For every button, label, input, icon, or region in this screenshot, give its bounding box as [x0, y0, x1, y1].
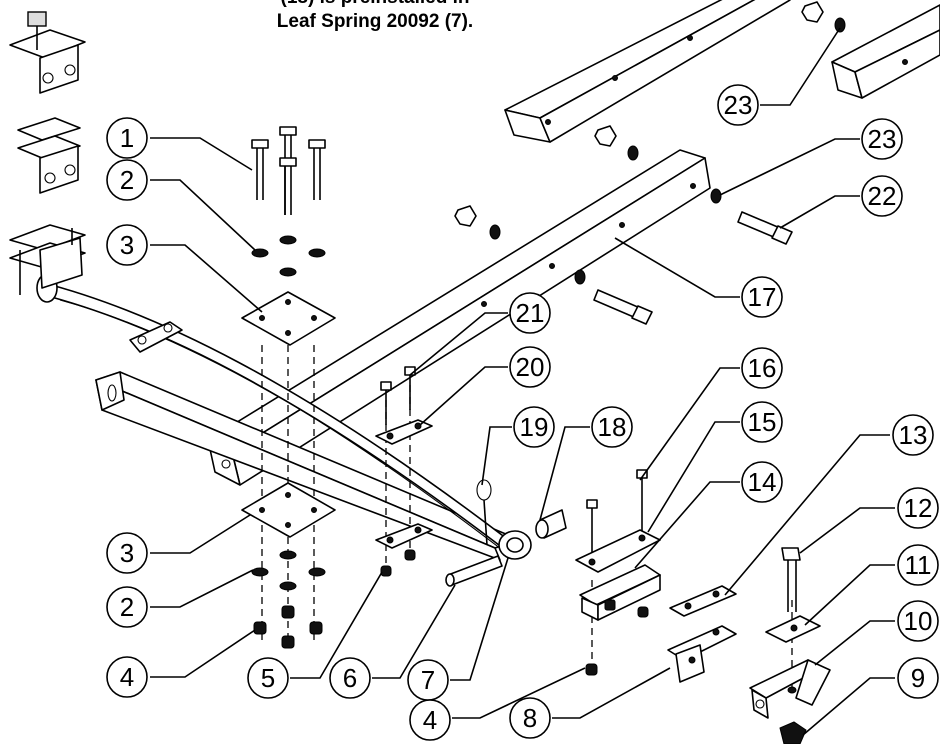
callout-22: 22	[861, 175, 903, 217]
assembly-note: (18) is preinstalled in Leaf Spring 2009…	[210, 0, 540, 34]
equalizer-nut	[779, 721, 807, 744]
callout-21: 21	[509, 292, 551, 334]
clamp-plate-upper	[241, 291, 336, 346]
bushing	[535, 509, 567, 539]
callout-23-top-label: 23	[724, 90, 753, 120]
callout-16-label: 16	[748, 353, 777, 383]
callout-15: 15	[741, 401, 783, 443]
callout-18: 18	[591, 406, 633, 448]
frame-tube-right	[831, 4, 940, 99]
callout-18-label: 18	[598, 412, 627, 442]
shackle-strap-upper	[375, 419, 433, 445]
axle-tube	[95, 371, 521, 561]
rear-bracket-bolts	[586, 469, 648, 560]
spring-hanger-plates	[17, 117, 81, 194]
callout-1-label: 1	[120, 123, 134, 153]
callout-17-label: 17	[748, 282, 777, 312]
washers-upper	[251, 235, 326, 277]
shackle-nuts	[380, 549, 416, 577]
assembly-note-line-1: (18) is preinstalled in	[210, 0, 540, 10]
callout-8: 8	[509, 697, 551, 739]
callout-3-upper: 3	[106, 224, 148, 266]
callout-3-lower-label: 3	[120, 538, 134, 568]
callout-23-right-label: 23	[868, 124, 897, 154]
spring-hanger-assembled	[9, 11, 86, 94]
bolt-22	[737, 211, 793, 245]
callout-2-upper: 2	[106, 159, 148, 201]
callout-2-lower-label: 2	[120, 592, 134, 622]
callout-19: 19	[513, 406, 555, 448]
callout-1: 1	[106, 117, 148, 159]
callout-4-left-label: 4	[120, 662, 134, 692]
callout-22-label: 22	[868, 181, 897, 211]
shackle-strap-lower	[375, 523, 433, 549]
callout-10-label: 10	[904, 606, 933, 636]
spring-hanger-mounted	[9, 224, 86, 295]
callout-11-label: 11	[905, 550, 932, 580]
frame-tube-upper	[504, 0, 791, 143]
bolt-front	[593, 289, 653, 325]
callout-12: 12	[897, 487, 939, 529]
spring-hanger-bottom	[667, 625, 737, 683]
callout-4-bottom: 4	[409, 699, 451, 741]
callout-2-lower: 2	[106, 586, 148, 628]
callout-19-label: 19	[520, 412, 549, 442]
washers-lower	[251, 550, 326, 591]
callout-23-right: 23	[861, 118, 903, 160]
equalizer-plate	[765, 615, 821, 643]
leaf-spring	[36, 273, 532, 560]
callout-20: 20	[509, 346, 551, 388]
callout-9: 9	[897, 657, 939, 699]
callout-16: 16	[741, 347, 783, 389]
callout-6: 6	[329, 657, 371, 699]
callout-17: 17	[741, 276, 783, 318]
callout-8-label: 8	[523, 703, 537, 733]
rear-bracket-hanger	[579, 564, 661, 621]
assembly-note-line-2: Leaf Spring 20092 (7).	[276, 11, 474, 32]
callout-4-bottom-label: 4	[423, 705, 437, 735]
callout-13: 13	[892, 414, 934, 456]
callout-balloons: 1 2 3 3 2 4 5 6	[106, 84, 939, 741]
hitch-pin	[476, 479, 492, 546]
callout-5: 5	[247, 657, 289, 699]
callout-15-label: 15	[748, 407, 777, 437]
callout-12-label: 12	[904, 493, 933, 523]
callout-3-upper-label: 3	[120, 230, 134, 260]
nuts-lower	[253, 605, 323, 649]
spring-shaft	[445, 555, 503, 587]
callout-10: 10	[897, 600, 939, 642]
callout-6-label: 6	[343, 663, 357, 693]
leader-lines	[150, 27, 895, 736]
callout-7: 7	[407, 659, 449, 701]
callout-23-top: 23	[717, 84, 759, 126]
nuts-upper	[454, 1, 824, 227]
callout-14-label: 14	[748, 467, 777, 497]
callout-5-label: 5	[261, 663, 275, 693]
callout-11: 11	[897, 544, 939, 586]
callout-9-label: 9	[911, 663, 925, 693]
callout-13-label: 13	[899, 420, 928, 450]
u-bolts	[251, 126, 326, 215]
callout-20-label: 20	[516, 352, 545, 382]
clamp-plate-lower	[241, 482, 336, 538]
callout-14: 14	[741, 461, 783, 503]
callout-3-lower: 3	[106, 532, 148, 574]
equalizer-bolt	[781, 547, 801, 612]
spring-strap	[669, 585, 737, 617]
callout-7-label: 7	[421, 665, 435, 695]
rear-bracket-nut	[585, 663, 598, 676]
callout-2-upper-label: 2	[120, 165, 134, 195]
equalizer-bracket	[749, 659, 831, 719]
washers-23	[489, 17, 846, 285]
callout-21-label: 21	[516, 298, 545, 328]
callout-4-left: 4	[106, 656, 148, 698]
